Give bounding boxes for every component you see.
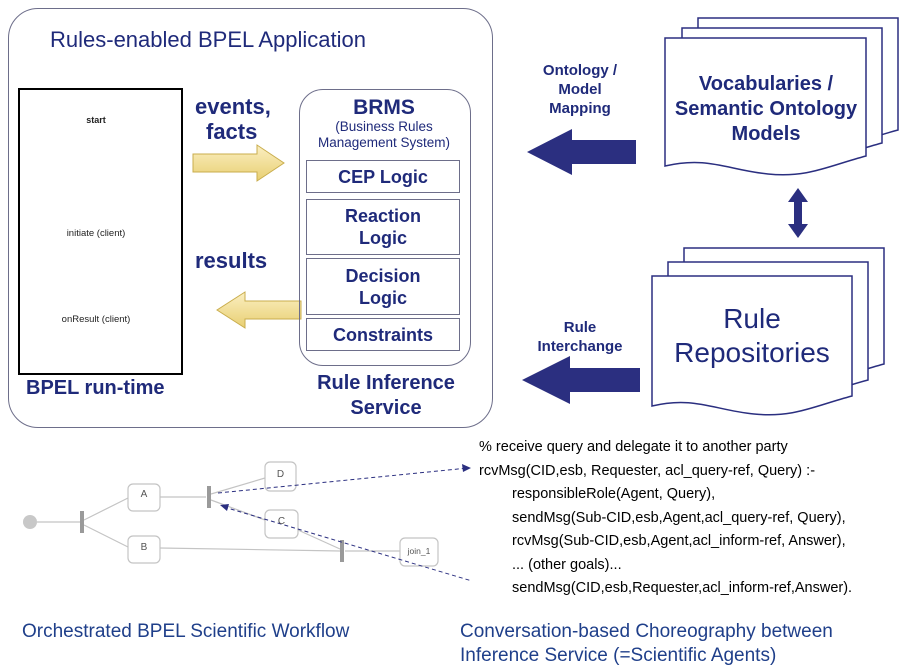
cep-logic-box: CEP Logic — [306, 160, 460, 193]
ontology-mapping-line-3: Mapping — [549, 100, 611, 117]
vocabularies-document — [664, 17, 899, 176]
workflow-node-c-label: C — [277, 516, 286, 527]
events-label: events, — [195, 94, 271, 119]
code-line-6: ... (other goals)... — [512, 556, 622, 573]
workflow-join-bar — [340, 540, 344, 562]
decision-logic-label-1: Decision — [345, 265, 421, 286]
constraints-box: Constraints — [306, 318, 460, 351]
vocab-line-3: Models — [731, 123, 801, 145]
ontology-mapping-line-2: Model — [558, 81, 602, 98]
caption-choreography-line-1: Conversation-based Choreography between — [460, 621, 833, 642]
reaction-logic-label-2: Logic — [359, 228, 407, 248]
workflow-start-node — [23, 515, 37, 529]
rule-interchange-line-2: Interchange — [537, 338, 623, 355]
workflow-node-b — [127, 535, 161, 564]
brms-container — [299, 89, 471, 366]
reaction-logic-label-1: Reaction — [344, 206, 422, 226]
brms-subtitle-1: (Business Rules — [335, 119, 433, 134]
rule-interchange-arrow — [522, 356, 640, 404]
vocab-line-2: Semantic Ontology — [674, 98, 858, 120]
decision-logic-box: Decision Logic — [306, 258, 460, 315]
decision-logic-label-2: Logic — [359, 287, 407, 308]
workflow-node-a-label: A — [140, 489, 148, 500]
workflow-join-label: join_1 — [407, 546, 431, 556]
rule-repositories-label: Rule Repositories — [652, 302, 852, 370]
ontology-mapping-label: Ontology / Model Mapping — [520, 61, 640, 118]
reaction-logic-box: Reaction Logic — [306, 199, 460, 255]
code-line-4: sendMsg(Sub-CID,esb,Agent,acl_query-ref,… — [512, 509, 846, 526]
choreography-rule-code: % receive query and delegate it to anoth… — [479, 436, 852, 601]
results-arrow — [216, 291, 302, 329]
ontology-mapping-arrow — [527, 129, 636, 175]
caption-choreography-line-2: Inference Service (=Scientific Agents) — [460, 645, 777, 666]
brms-title: BRMS — [353, 96, 415, 119]
receive-caption: initiate (client) — [66, 228, 126, 239]
facts-label: facts — [206, 119, 258, 144]
invoke-label: invoke — [80, 296, 110, 306]
repo-line-2: Repositories — [674, 337, 830, 368]
cep-logic-label: CEP Logic — [338, 166, 428, 187]
ontology-mapping-line-1: Ontology / — [542, 62, 618, 79]
rule-inference-service-label: Rule Inference Service — [300, 371, 472, 421]
rule-interchange-line-1: Rule — [563, 319, 597, 336]
vocab-line-1: Vocabularies / — [698, 73, 834, 95]
workflow-join-node — [399, 537, 439, 567]
repo-line-1: Rule — [723, 303, 781, 334]
workflow-node-d — [264, 461, 297, 492]
bpel-application-container — [8, 8, 493, 428]
workflow-node-a — [127, 483, 161, 512]
code-line-1: % receive query and delegate it to anoth… — [479, 439, 788, 455]
code-line-2: rcvMsg(CID,esb, Requester, acl_query-ref… — [479, 462, 816, 479]
bpel-runtime-panel — [18, 88, 183, 375]
workflow-node-d-label: D — [276, 469, 285, 480]
choreography-links — [217, 467, 473, 582]
workflow-fork-bar-2 — [207, 486, 211, 508]
code-line-3: responsibleRole(Agent, Query), — [512, 486, 716, 502]
runtime-label: BPEL run-time — [26, 377, 165, 399]
start-label: start — [86, 115, 106, 125]
workflow-node-b-label: B — [140, 542, 148, 553]
rule-interchange-label: Rule Interchange — [520, 318, 640, 356]
brms-subtitle-2: Management System) — [317, 135, 451, 150]
service-label-line-2: Service — [350, 397, 422, 419]
caption-orchestrated-workflow: Orchestrated BPEL Scientific Workflow — [22, 621, 350, 642]
repositories-document — [651, 247, 885, 416]
service-label-line-1: Rule Inference — [317, 372, 455, 394]
constraints-label: Constraints — [332, 324, 433, 345]
workflow-fork-bar-1 — [80, 511, 84, 533]
double-arrow — [788, 188, 808, 238]
vocabularies-label: Vocabularies / Semantic Ontology Models — [662, 72, 870, 147]
application-title: Rules-enabled BPEL Application — [50, 27, 366, 52]
events-arrow — [192, 144, 285, 182]
receive-label: receive — [79, 210, 111, 220]
code-line-7: sendMsg(CID,esb,Requester,acl_inform-ref… — [512, 580, 853, 596]
code-line-5: rcvMsg(Sub-CID,esb,Agent,acl_inform-ref,… — [512, 533, 846, 549]
scientific-workflow — [23, 461, 439, 567]
invoke-caption: onResult (client) — [61, 314, 131, 325]
results-label: results — [195, 248, 268, 273]
